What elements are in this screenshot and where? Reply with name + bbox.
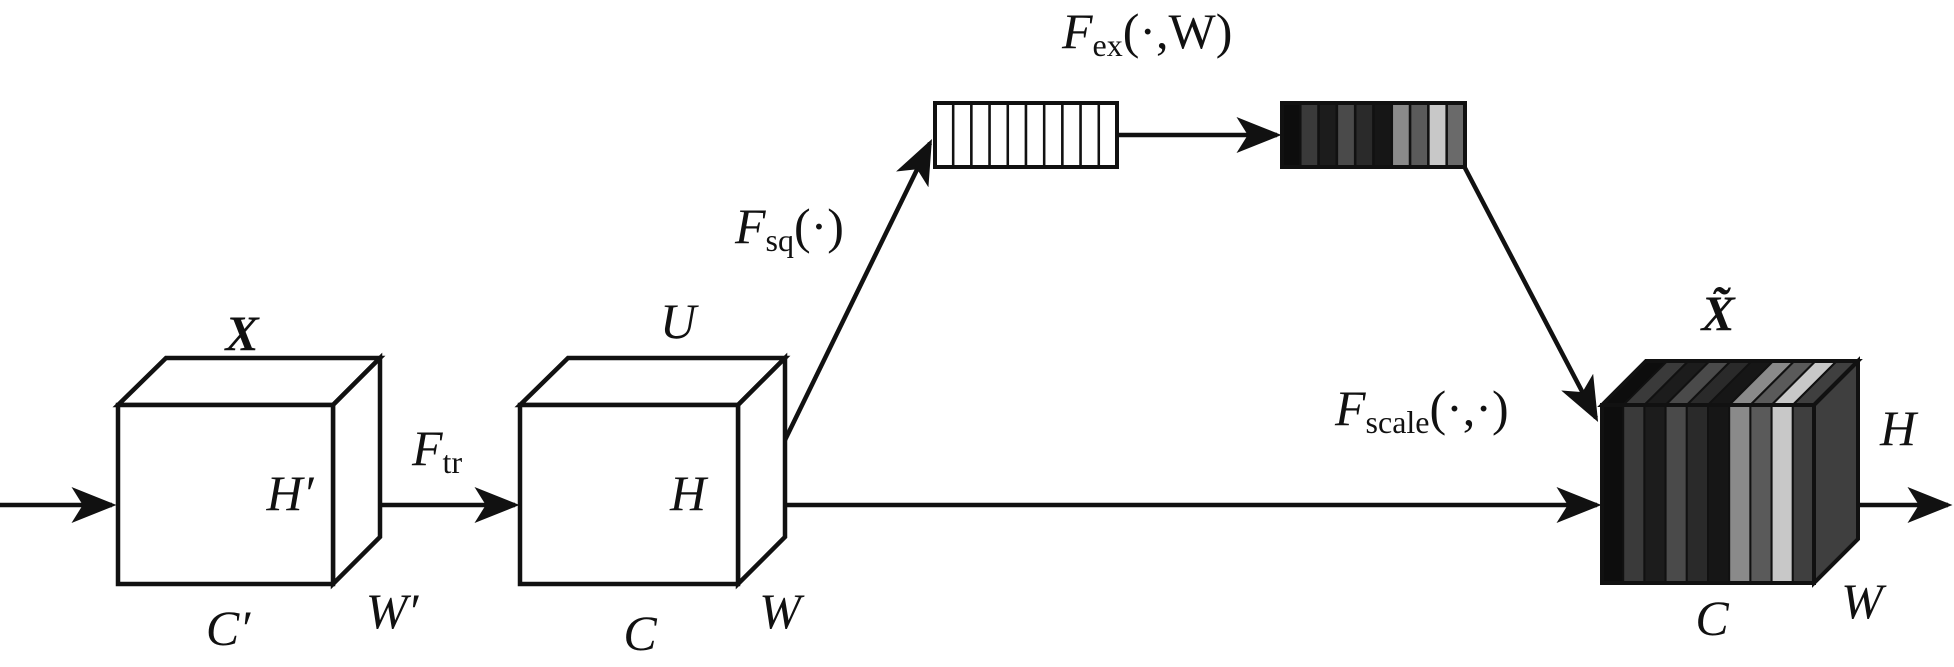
input-height-label: H′ [265, 465, 314, 521]
transformed-tensor-u [514, 352, 791, 590]
excitation-op-label: Fex(·,W) [1061, 3, 1232, 63]
excited-vector-cell [1445, 101, 1467, 169]
output-channel-slice [1791, 404, 1816, 584]
transform-op-subscript: tr [443, 444, 463, 480]
squeezed-channel-vector [933, 101, 1119, 169]
squeezed-vector-cell [1097, 101, 1119, 169]
output-channel-slice [1685, 404, 1710, 584]
excited-vector-cell [1299, 101, 1320, 169]
output-tensor-x-tilde [1597, 356, 1863, 588]
input-width-label: W′ [366, 583, 420, 639]
squeeze-op-symbol: F [734, 198, 766, 254]
transformed-channel-label: C [623, 605, 657, 661]
excited-vector-cell [1317, 101, 1339, 169]
output-channel-slice [1601, 404, 1625, 584]
squeezed-vector-outline [933, 101, 1119, 169]
squeeze-op-label: Fsq(·) [734, 198, 844, 258]
excitation-op-subscript: ex [1093, 27, 1123, 63]
transformed-height-label: H [669, 465, 709, 521]
excited-vector-cell [1427, 101, 1448, 169]
squeezed-vector-cell [1042, 101, 1064, 169]
transform-op-symbol: F [411, 420, 443, 476]
output-tensor-name: X̃ [1699, 285, 1736, 341]
excited-vector-cell [1280, 101, 1302, 169]
transformed-width-label: W [759, 583, 805, 639]
excited-vector-outline [1280, 101, 1467, 169]
scale-arrow [1463, 166, 1599, 422]
excitation-op-args: (·,W) [1123, 3, 1233, 59]
squeezed-vector-cell [951, 101, 973, 169]
output-channel-slice [1728, 404, 1752, 584]
squeezed-vector-cell [1079, 101, 1101, 169]
output-channel-slice [1622, 404, 1646, 584]
squeezed-vector-cell [1061, 101, 1082, 169]
excited-vector-cell [1353, 101, 1375, 169]
squeeze-op-subscript: sq [766, 222, 794, 258]
input-channel-label: C′ [206, 600, 251, 656]
excitation-op-symbol: F [1061, 3, 1093, 59]
squeezed-vector-cell [933, 101, 955, 169]
output-channel-slice [1664, 404, 1688, 584]
scale-op-symbol: F [1334, 380, 1366, 436]
squeezed-vector-cell [1024, 101, 1046, 169]
excited-channel-vector [1280, 101, 1467, 169]
excited-vector-cell [1372, 101, 1394, 169]
output-width-label: W [1841, 573, 1887, 629]
input-tensor-x [112, 352, 386, 590]
output-channel-slice [1770, 404, 1794, 584]
excited-vector-cell [1335, 101, 1357, 169]
excited-vector-cell [1408, 101, 1430, 169]
squeezed-vector-cell [1006, 101, 1028, 169]
squeezed-vector-cell [988, 101, 1010, 169]
scale-op-args: (·,·) [1430, 380, 1509, 436]
transform-op-label: Ftr [411, 420, 462, 480]
input-tensor-name: X [223, 305, 260, 361]
output-channel-slice [1749, 404, 1773, 584]
output-channel-label: C [1695, 590, 1729, 646]
excited-vector-cell [1390, 101, 1412, 169]
output-channel-slice [1707, 404, 1731, 584]
squeeze-op-args: (·) [794, 198, 844, 254]
output-height-label: H [1879, 400, 1919, 456]
scale-op-label: Fscale(·,·) [1334, 380, 1509, 440]
output-channel-slice [1643, 404, 1667, 584]
squeezed-vector-cell [970, 101, 991, 169]
scale-op-subscript: scale [1366, 404, 1430, 440]
output-top-outline [1597, 359, 1863, 407]
transformed-tensor-name: U [660, 293, 699, 349]
squeeze-arrow [782, 138, 933, 441]
